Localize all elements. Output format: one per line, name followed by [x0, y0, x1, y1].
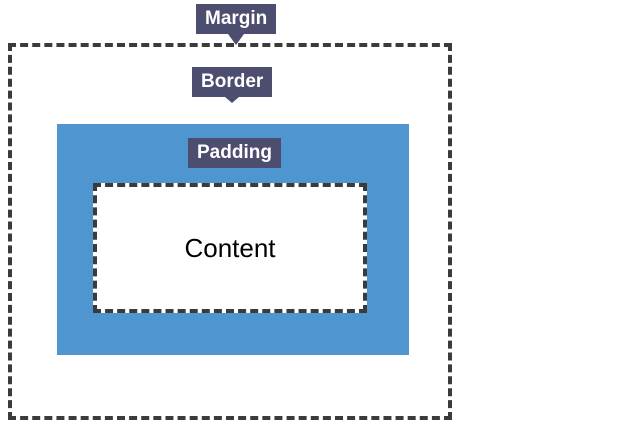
content-label: Content	[184, 232, 276, 263]
border-down-arrow-icon	[225, 97, 240, 103]
margin-label-badge: Margin	[196, 4, 277, 45]
content-box: Content	[93, 183, 367, 313]
margin-boundary-box: Border Padding Content	[8, 43, 452, 420]
margin-down-arrow-icon	[228, 34, 245, 45]
padding-label: Padding	[197, 142, 272, 163]
padding-label-badge: Padding	[188, 138, 281, 168]
border-label: Border	[201, 71, 264, 92]
margin-label: Margin	[205, 8, 268, 29]
border-padding-area: Padding Content	[57, 124, 409, 355]
border-label-badge: Border	[192, 67, 273, 103]
